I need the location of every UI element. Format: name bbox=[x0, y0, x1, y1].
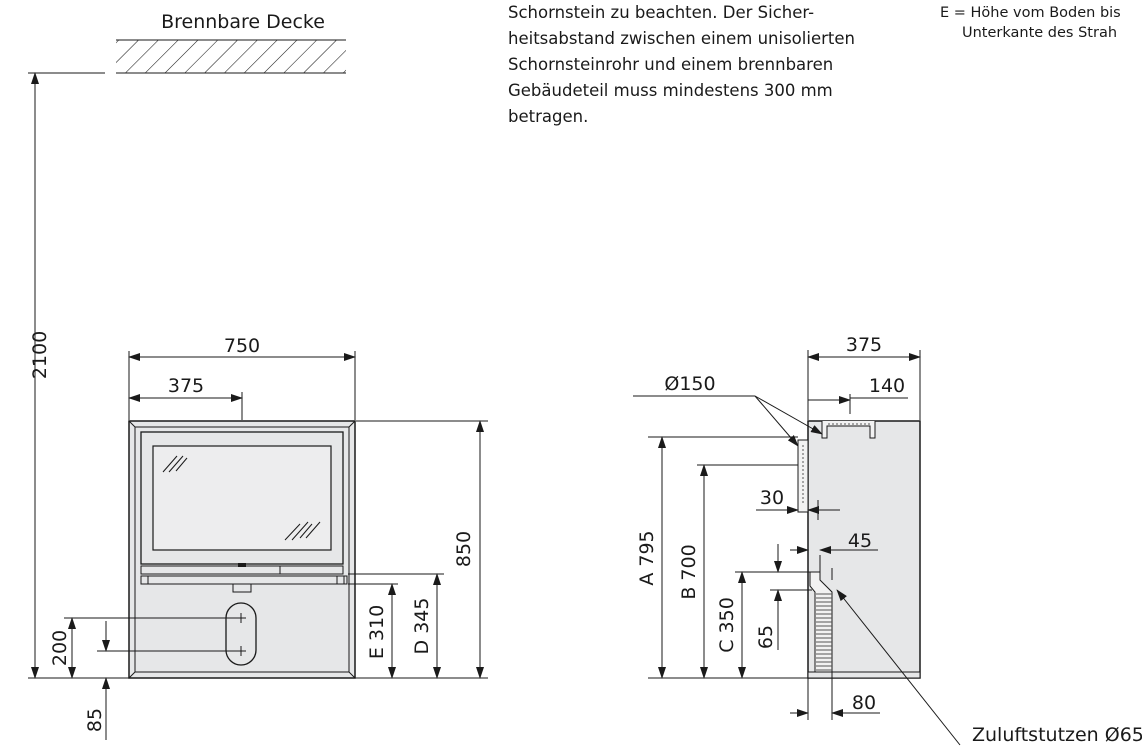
air-duct-leader bbox=[836, 589, 961, 746]
dim-850: 850 bbox=[453, 531, 475, 567]
air-duct-callout: Zuluftstutzen Ø65 bbox=[972, 724, 1142, 746]
combustible-ceiling: Brennbare Decke bbox=[116, 11, 346, 74]
ceiling-hatch bbox=[116, 40, 346, 73]
note-line-2: heitsabstand zwischen einem unisolierten bbox=[508, 29, 855, 48]
dim-e310: E 310 bbox=[366, 605, 388, 659]
dim-d345: D 345 bbox=[411, 598, 433, 655]
note-line-4: Gebäudeteil muss mindestens 300 mm bbox=[508, 81, 833, 100]
dim-200: 200 bbox=[49, 630, 71, 666]
note-line-3: Schornsteinrohr und einem brennbaren bbox=[508, 55, 833, 74]
dim-45: 45 bbox=[848, 530, 872, 552]
dim-b700: B 700 bbox=[678, 544, 700, 599]
dim-375-side: 375 bbox=[846, 334, 882, 356]
dim-750: 750 bbox=[224, 335, 260, 357]
front-view: 2100 bbox=[28, 72, 488, 740]
dim-65: 65 bbox=[755, 625, 777, 649]
dim-flue-diameter: Ø150 bbox=[664, 373, 715, 395]
air-supply-duct bbox=[816, 592, 832, 672]
legend-line-2: Unterkante des Strah bbox=[962, 25, 1117, 41]
note-line-5: betragen. bbox=[508, 107, 588, 126]
dim-375-front: 375 bbox=[168, 375, 204, 397]
stove-glass bbox=[152, 445, 332, 551]
ceiling-label: Brennbare Decke bbox=[161, 11, 325, 33]
dim-80: 80 bbox=[852, 692, 876, 714]
dim-2100: 2100 bbox=[29, 331, 51, 379]
side-view: 375 140 Ø150 A 795 B 700 C 350 65 bbox=[633, 334, 1142, 746]
dim-a795: A 795 bbox=[636, 530, 658, 585]
dim-140: 140 bbox=[869, 375, 905, 397]
rear-flue-outlet bbox=[797, 439, 809, 513]
dim-85: 85 bbox=[84, 708, 106, 732]
legend-note: E = Höhe vom Boden bis Unterkante des St… bbox=[940, 5, 1121, 41]
note-line-1: Schornstein zu beachten. Der Sicher- bbox=[508, 3, 814, 22]
safety-note: Schornstein zu beachten. Der Sicher- hei… bbox=[508, 3, 855, 126]
legend-line-1: E = Höhe vom Boden bis bbox=[940, 5, 1121, 21]
dim-30: 30 bbox=[760, 487, 784, 509]
dim-c350: C 350 bbox=[716, 597, 738, 653]
